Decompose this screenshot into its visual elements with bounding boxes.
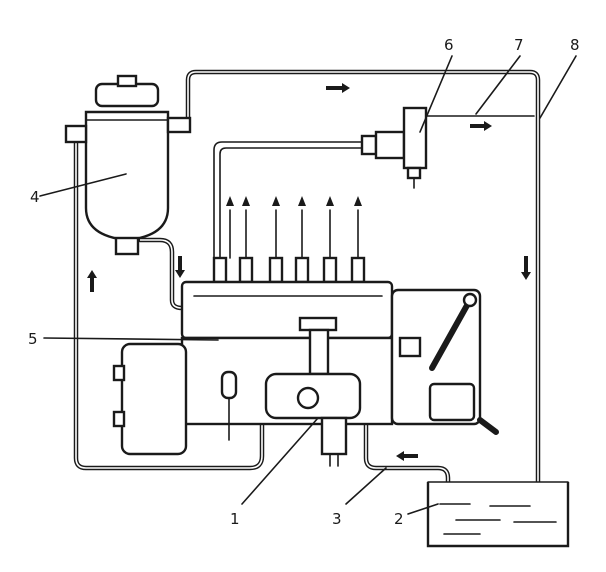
fuel-pipes — [73, 69, 541, 533]
label-injector: 6 — [444, 36, 454, 54]
fuel-tank — [426, 481, 570, 548]
label-filter: 4 — [30, 188, 40, 206]
arrow-right-down — [521, 256, 531, 280]
arrow-leak-right — [470, 121, 492, 131]
arrow-top-right — [326, 83, 350, 93]
label-injector-leak-line: 7 — [514, 36, 524, 54]
label-pump: 5 — [28, 330, 38, 348]
pipe-filter-to-pump — [137, 237, 185, 311]
arrow-return-left — [396, 451, 418, 461]
injection-pump — [112, 196, 499, 467]
arrow-filter-down — [175, 256, 185, 278]
pipe-pump-to-injector — [213, 141, 371, 263]
arrow-left-up — [87, 270, 97, 292]
fuel-injector — [360, 106, 428, 189]
label-drain-line: 8 — [570, 36, 580, 54]
leader-lines — [39, 55, 577, 515]
label-overflow-valve: 1 — [230, 510, 240, 528]
flow-arrows — [87, 83, 531, 461]
callout-labels: 4 5 1 2 3 6 7 8 — [28, 36, 580, 528]
delivery-outlets — [212, 196, 366, 284]
label-return-line: 3 — [332, 510, 342, 528]
fuel-filter — [64, 74, 192, 256]
label-tank: 2 — [394, 510, 404, 528]
